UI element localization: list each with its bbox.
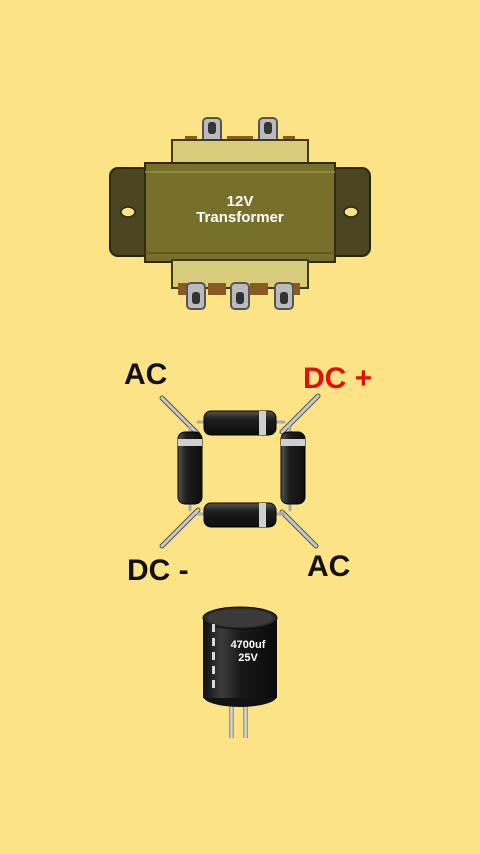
capacitor-leg-left xyxy=(229,702,234,738)
transformer-bottom-terminals xyxy=(178,282,300,310)
transformer-label-line1: 12V xyxy=(227,193,254,210)
capacitor-polarity-stripe xyxy=(212,624,215,688)
bridge-rectifier: AC DC + DC - AC xyxy=(124,358,372,587)
electrolytic-capacitor: 4700uf 25V xyxy=(202,606,278,738)
diode-top xyxy=(203,410,277,436)
capacitor-body xyxy=(203,618,277,698)
diode-right xyxy=(280,431,306,505)
transformer: 12V Transformer xyxy=(109,117,371,310)
transformer-bobbin-top xyxy=(171,139,309,167)
diode-left xyxy=(177,431,203,505)
label-dc-plus: DC + xyxy=(303,362,372,395)
diode-bottom xyxy=(203,502,277,528)
label-ac-bottom: AC xyxy=(307,550,350,583)
transformer-core xyxy=(144,162,336,263)
capacitor-label-voltage: 25V xyxy=(238,652,258,664)
transformer-label-line2: Transformer xyxy=(196,209,284,226)
label-ac-top: AC xyxy=(124,358,167,391)
capacitor-leg-right xyxy=(243,702,248,738)
bridge-leads xyxy=(159,393,321,549)
label-dc-minus: DC - xyxy=(127,554,189,587)
capacitor-label-capacitance: 4700uf xyxy=(231,639,266,651)
